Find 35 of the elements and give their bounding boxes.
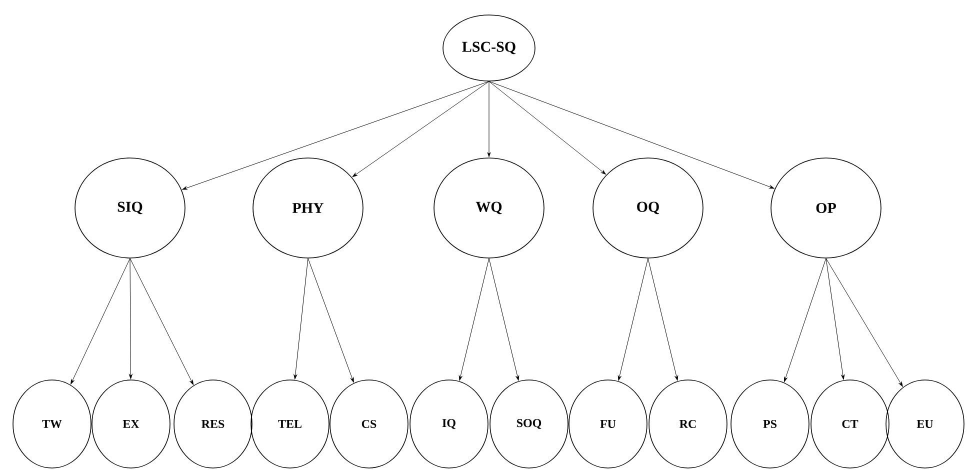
arrow (826, 258, 903, 387)
arrow (70, 258, 130, 384)
arrow (182, 81, 490, 190)
arrow (826, 258, 845, 380)
arrow (458, 258, 490, 381)
arrow (352, 81, 490, 178)
ellipse-node: CT (810, 380, 890, 468)
ellipse-node: SOQ (490, 380, 568, 468)
ellipse-node: TW (12, 380, 92, 468)
arrow (784, 258, 826, 382)
ellipse-node: SIQ (74, 158, 186, 258)
ellipse-node: PHY (252, 158, 364, 258)
ellipse-node: OQ (592, 158, 704, 258)
ellipse-node: PS (730, 380, 810, 468)
arrow (488, 81, 774, 189)
ellipse-node: TEL (250, 380, 330, 468)
ellipse-node: OP (770, 158, 882, 258)
ellipse-node: IQ (410, 380, 488, 468)
arrow (618, 258, 648, 381)
ellipse-node: CS (330, 380, 408, 468)
ellipse-node: FU (568, 380, 648, 468)
arrow (488, 258, 520, 381)
arrow (488, 81, 606, 175)
arrow (308, 258, 354, 382)
ellipse-node: EU (886, 380, 964, 468)
ellipse-node: EX (92, 380, 170, 468)
arrow (130, 258, 194, 385)
ellipse-node: LSC-SQ (442, 14, 536, 82)
arrow (294, 258, 308, 380)
ellipse-node: RES (174, 380, 252, 468)
arrow (129, 258, 132, 380)
arrow (487, 81, 491, 158)
ellipse-node: WQ (434, 158, 544, 258)
ellipse-node: RC (648, 380, 728, 468)
arrow (648, 258, 678, 381)
